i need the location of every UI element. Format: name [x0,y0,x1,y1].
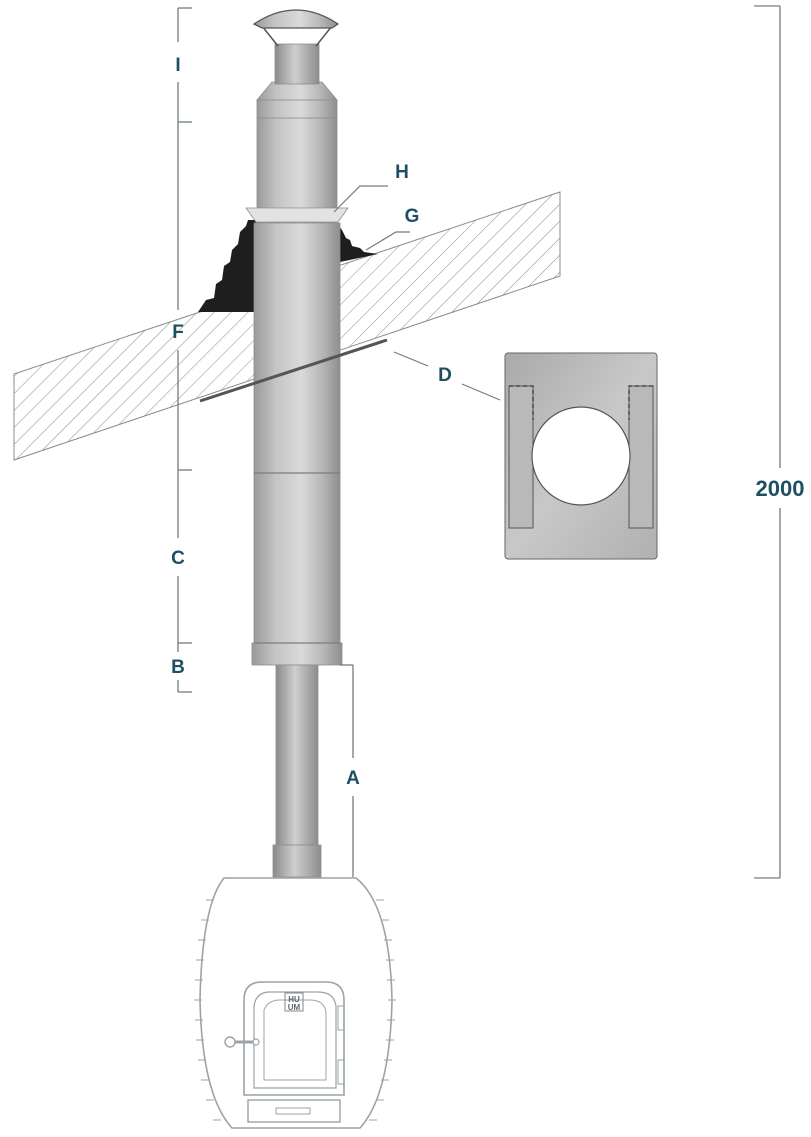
label-B: B [171,657,185,678]
label-G: G [405,206,420,227]
chimney-pipe [245,43,349,666]
roof-plate-rod [199,338,388,403]
dimension-brackets [177,7,192,693]
label-D: D [438,365,452,386]
label-I: I [175,55,180,76]
dimension-bracket-a [340,664,354,877]
roof-flashing [198,220,378,312]
door-handle-icon [224,1036,260,1048]
flue-pipe [272,664,322,878]
label-total-height: 2000 [756,476,805,501]
stove-brand-top: HU [288,995,300,1004]
label-C: C [171,548,185,569]
label-A: A [346,768,360,789]
dimension-bracket-total [754,5,781,879]
sauna-stove-icon: HU UM [194,877,396,1129]
rain-cap-icon [252,9,340,47]
stove-brand-bottom: UM [288,1003,301,1012]
label-F: F [172,322,184,343]
label-H: H [395,162,409,183]
leader-lines [333,185,501,401]
roof-plate-detail [504,352,658,560]
